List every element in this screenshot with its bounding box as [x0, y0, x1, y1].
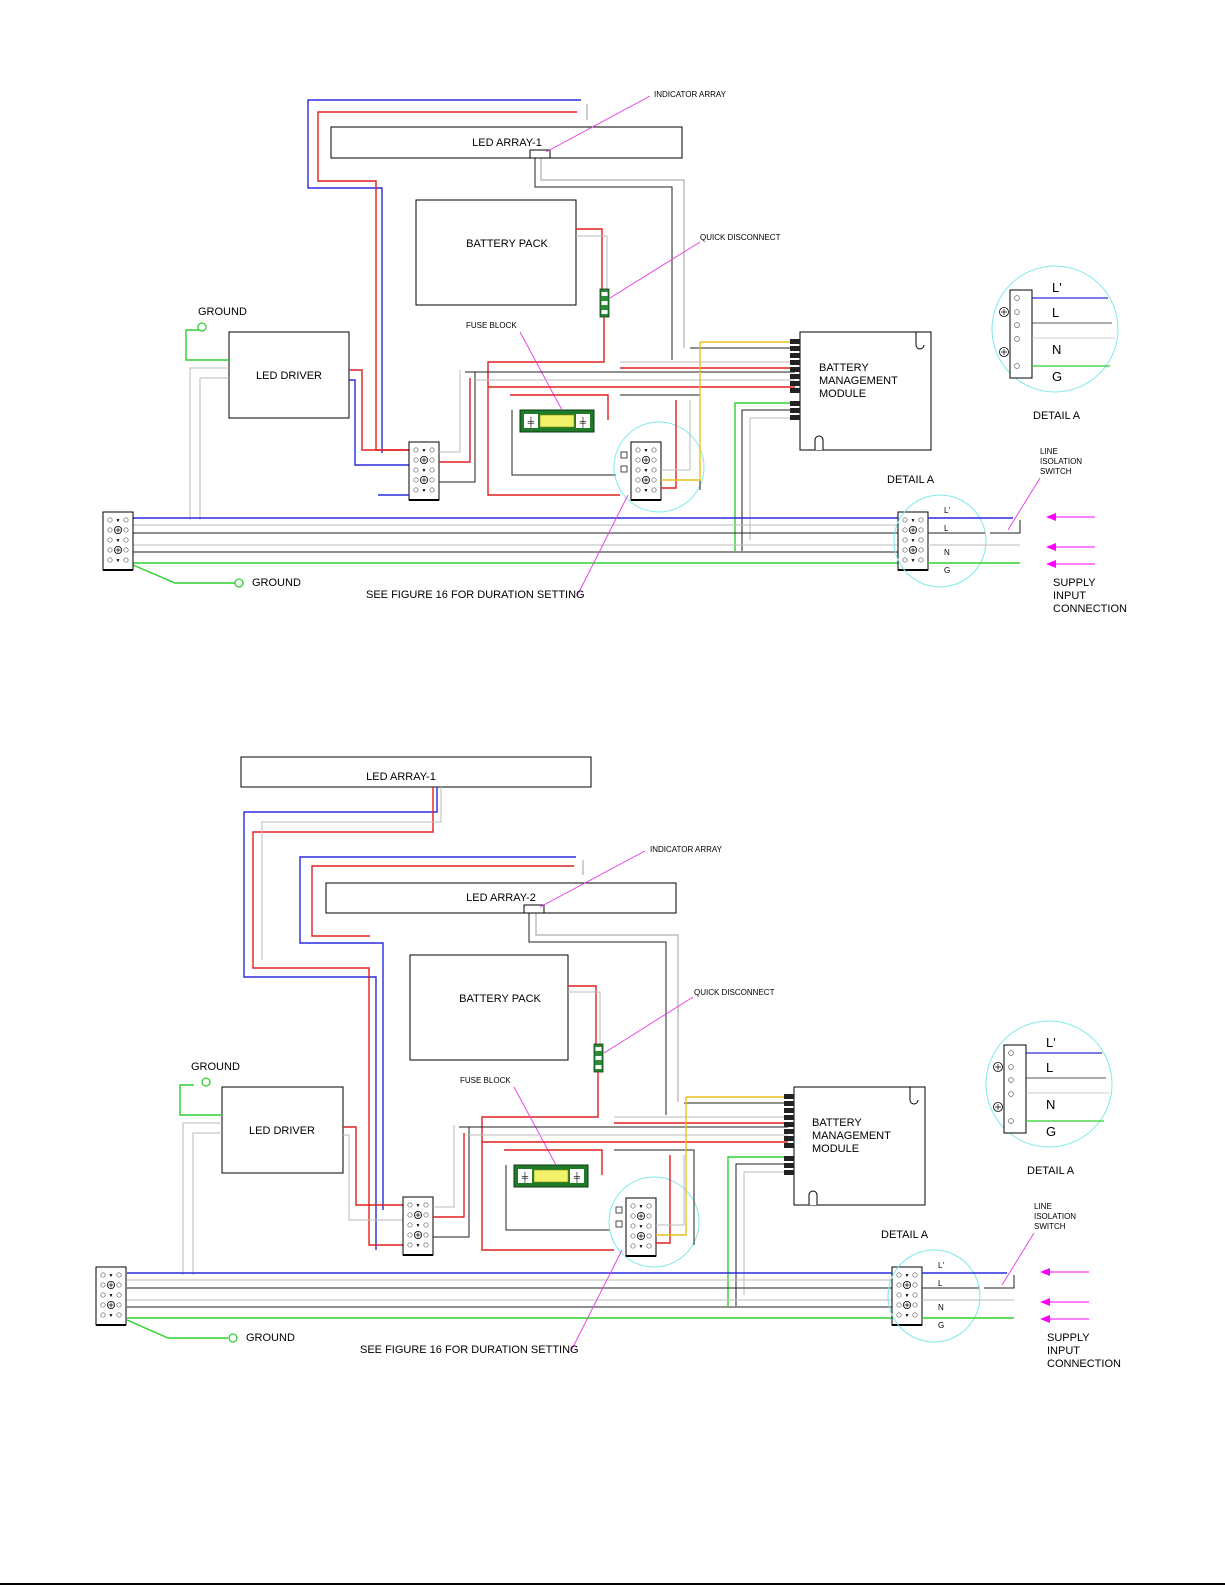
line-iso-1: LINE: [1040, 447, 1058, 456]
bus-lines-2: [126, 1272, 892, 1343]
fuse-block-label: FUSE BLOCK: [466, 321, 517, 330]
wires-to-bmm-2: [459, 1096, 788, 1306]
battery-management-module: BATTERY MANAGEMENT MODULE: [790, 331, 932, 451]
terminal-block-supply: [897, 511, 929, 571]
quick-disconnect: [599, 288, 610, 318]
terminal-l-prime: L': [944, 506, 950, 515]
supply-label-2: INPUT: [1053, 590, 1086, 602]
supply-label-1-2: SUPPLY: [1047, 1332, 1090, 1344]
led-array-2-label: LED ARRAY-2: [466, 892, 536, 904]
terminal-n-2: N: [938, 1303, 944, 1312]
line-iso-2: ISOLATION: [1040, 457, 1082, 466]
terminal-block-left-2: [95, 1266, 127, 1326]
terminal-block-bmm-2: [625, 1197, 657, 1257]
detail-a-marker: DETAIL A: [887, 474, 935, 486]
line-iso-3: SWITCH: [1040, 467, 1072, 476]
see-figure-label-2: SEE FIGURE 16 FOR DURATION SETTING: [360, 1344, 579, 1356]
inset-n: N: [1052, 342, 1061, 357]
terminal-block-bmm: [630, 441, 662, 501]
terminal-l-2: L: [938, 1279, 943, 1288]
supply-label-3-2: CONNECTION: [1047, 1358, 1121, 1370]
line-iso-3-2: SWITCH: [1034, 1222, 1066, 1231]
fuse-block: [519, 409, 595, 433]
led-driver-box: [228, 331, 350, 419]
bmm-2-label-line1: BATTERY: [812, 1117, 862, 1129]
ground-bottom-label: GROUND: [252, 577, 301, 589]
ground-bottom-label-2: GROUND: [246, 1332, 295, 1344]
battery-pack-box: [415, 199, 577, 306]
inset-2-l-prime: L': [1046, 1035, 1056, 1050]
led-array-box: [330, 126, 683, 159]
led-array-1-label: LED ARRAY-1: [366, 771, 436, 783]
inset-2-g: G: [1046, 1124, 1056, 1139]
quick-disconnect-label: QUICK DISCONNECT: [700, 233, 781, 242]
led-array-1-box: [240, 756, 592, 788]
fuse-block-2-label: FUSE BLOCK: [460, 1076, 511, 1085]
led-driver-label: LED DRIVER: [256, 370, 322, 382]
fuse-block-2: [513, 1164, 589, 1188]
led-array-label: LED ARRAY-1: [472, 137, 542, 149]
supply-label-2-2: INPUT: [1047, 1345, 1080, 1357]
bmm-label-line3: MODULE: [819, 388, 866, 400]
see-figure-label: SEE FIGURE 16 FOR DURATION SETTING: [366, 589, 585, 601]
detail-a-inset-2: L' L N G: [985, 1020, 1113, 1148]
supply-label-1: SUPPLY: [1053, 577, 1096, 589]
inset-l-prime: L': [1052, 280, 1062, 295]
detail-a-inset-label-2: DETAIL A: [1027, 1165, 1075, 1177]
led-driver-box-2: [221, 1086, 344, 1174]
terminal-n: N: [944, 548, 950, 557]
line-iso-2-2: ISOLATION: [1034, 1212, 1076, 1221]
detail-a-inset: L' L N G: [991, 265, 1119, 393]
inset-l: L: [1052, 305, 1059, 320]
battery-management-module-2: BATTERY MANAGEMENT MODULE: [784, 1086, 926, 1206]
led-driver-label-2: LED DRIVER: [249, 1125, 315, 1137]
terminal-l-prime-2: L': [938, 1261, 944, 1270]
indicator-array-2-label: INDICATOR ARRAY: [650, 845, 723, 854]
detail-a-inset-label: DETAIL A: [1033, 410, 1081, 422]
terminal-block-left: [102, 511, 134, 571]
supply-arrows-2: [1040, 1268, 1089, 1323]
detail-a-marker-2: DETAIL A: [881, 1229, 929, 1241]
battery-pack-label-2: BATTERY PACK: [459, 993, 541, 1005]
bus-lines: [132, 517, 898, 588]
terminal-block-driver: [408, 441, 440, 501]
ground-top-label-2: GROUND: [191, 1061, 240, 1073]
terminal-block-driver-2: [402, 1196, 434, 1256]
terminal-g: G: [944, 566, 950, 575]
wiring-diagram-1: LED ARRAY-1 INDICATOR ARRAY BATTERY PACK…: [102, 90, 1127, 615]
inset-2-l: L: [1046, 1060, 1053, 1075]
bmm-2-label-line3: MODULE: [812, 1143, 859, 1155]
inset-2-n: N: [1046, 1097, 1055, 1112]
line-iso-1-2: LINE: [1034, 1202, 1052, 1211]
terminal-l: L: [944, 524, 949, 533]
bmm-label-line2: MANAGEMENT: [819, 375, 898, 387]
battery-pack-label: BATTERY PACK: [466, 238, 548, 250]
wires-to-bmm: [465, 341, 795, 551]
indicator-array-label: INDICATOR ARRAY: [654, 90, 727, 99]
ground-top-label: GROUND: [198, 306, 247, 318]
bmm-label-line1: BATTERY: [819, 362, 869, 374]
quick-disconnect-2-label: QUICK DISCONNECT: [694, 988, 775, 997]
battery-pack-box-2: [409, 954, 569, 1061]
supply-label-3: CONNECTION: [1053, 603, 1127, 615]
led-array-2-box: [325, 882, 677, 914]
terminal-block-supply-2: [891, 1266, 923, 1326]
inset-g: G: [1052, 369, 1062, 384]
quick-disconnect-2: [593, 1043, 604, 1073]
supply-arrows: [1046, 513, 1095, 568]
bmm-2-label-line2: MANAGEMENT: [812, 1130, 891, 1142]
wiring-diagram-2: LED ARRAY-1 LED ARRAY-2 INDICATOR ARRAY …: [95, 756, 1121, 1370]
indicator-array: [529, 149, 551, 159]
indicator-array-2: [523, 904, 545, 914]
terminal-g-2: G: [938, 1321, 944, 1330]
